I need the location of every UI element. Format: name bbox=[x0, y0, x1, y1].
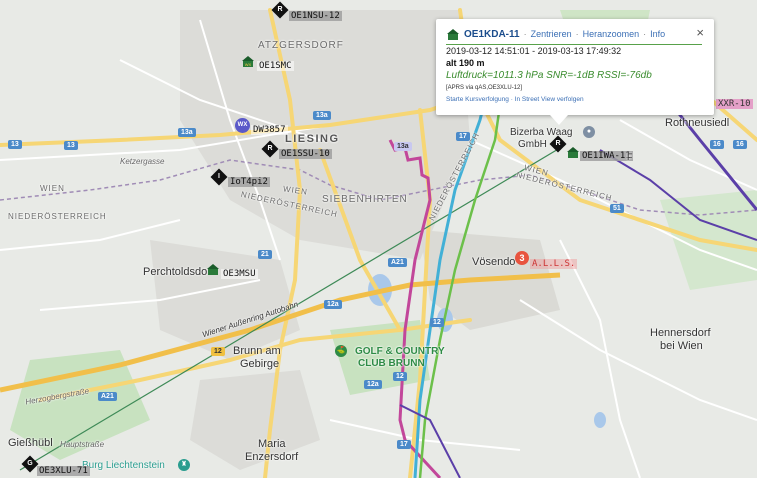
station-oe1nsu-12[interactable]: OE1NSU-12 bbox=[289, 11, 342, 21]
station-oe3msu[interactable]: OE3MSU bbox=[221, 269, 258, 279]
road-shield: 12 bbox=[393, 372, 407, 381]
popup-altitude: alt 190 m bbox=[446, 58, 485, 68]
popup-actions: Starte Kursverfolgung · In Street View v… bbox=[446, 96, 584, 103]
start-tracking-link[interactable]: Starte Kursverfolgung bbox=[446, 96, 509, 103]
station-oe3xlu-71[interactable]: OE3XLU-71 bbox=[37, 466, 90, 476]
popup-time-range: 2019-03-12 14:51:01 - 2019-03-13 17:49:3… bbox=[446, 46, 622, 56]
urban-area bbox=[190, 370, 320, 470]
road-shield: 13 bbox=[8, 140, 22, 149]
road-shield: 16 bbox=[710, 140, 724, 149]
place-bizerba-line2: GmbH bbox=[518, 139, 547, 150]
station-diamond-icon[interactable]: R bbox=[271, 1, 289, 19]
station-diamond-icon[interactable]: G bbox=[21, 455, 39, 473]
park-area bbox=[10, 350, 150, 460]
road-label-ketzergasse: Ketzergasse bbox=[120, 157, 165, 166]
station-diamond-icon[interactable]: R bbox=[549, 135, 567, 153]
station-oe1smc[interactable]: OE1SMC bbox=[257, 61, 294, 71]
track-cyan bbox=[413, 59, 497, 478]
place-niederoesterreich-1: NIEDERÖSTERREICH bbox=[8, 212, 107, 221]
place-golf-line1: GOLF & COUNTRY bbox=[355, 346, 445, 357]
place-brunn-line1: Brunn am bbox=[233, 345, 281, 357]
place-golf-line2: CLUB BRUNN bbox=[358, 358, 425, 369]
road-shield: 16 bbox=[733, 140, 747, 149]
road-shield: 17 bbox=[397, 440, 411, 449]
road-shield: 21 bbox=[258, 250, 272, 259]
place-giesshuebl: Gießhübl bbox=[8, 437, 53, 449]
place-atzgersdorf: ATZGERSDORF bbox=[258, 40, 344, 51]
track-purple-3 bbox=[399, 404, 461, 478]
water-pond bbox=[594, 412, 606, 428]
separator: · bbox=[643, 29, 647, 39]
station-alls[interactable]: A.L.L.S. bbox=[530, 259, 578, 269]
separator: · bbox=[523, 29, 527, 39]
center-link[interactable]: Zentrieren bbox=[530, 29, 572, 39]
road-label-hauptstrasse: Hauptstraße bbox=[60, 440, 105, 449]
popup-comment: Luftdruck=1011.3 hPa SNR=-1dB RSSI=-76db bbox=[446, 70, 652, 81]
house-station-icon bbox=[447, 29, 459, 40]
popup-header: OE1KDA-11 · Zentrieren · Heranzoomen · I… bbox=[446, 28, 665, 40]
house-station-icon[interactable] bbox=[566, 146, 580, 158]
station-dw3857[interactable]: DW3857 bbox=[251, 125, 288, 135]
place-brunn-line2: Gebirge bbox=[240, 358, 280, 370]
place-maria-line1: Maria bbox=[258, 438, 286, 450]
station-xxr-10[interactable]: XXR-10 bbox=[716, 99, 753, 109]
urban-area bbox=[150, 240, 300, 360]
road-shield: 51 bbox=[610, 204, 624, 213]
place-hennersdorf-line1: Hennersdorf bbox=[650, 327, 711, 339]
urban-area bbox=[180, 10, 470, 260]
place-maria-line2: Enzersdorf bbox=[245, 451, 299, 463]
place-siebenhirten: SIEBENHIRTEN bbox=[322, 194, 408, 205]
road-shield: 13a bbox=[178, 128, 196, 137]
info-link[interactable]: Info bbox=[650, 29, 666, 39]
house-station-icon[interactable] bbox=[206, 263, 220, 275]
separator: · bbox=[510, 96, 513, 103]
popup-aprs-path: [APRS via qAS,OE3XLU-12] bbox=[446, 85, 523, 91]
station-info-popup: × OE1KDA-11 · Zentrieren · Heranzoomen ·… bbox=[436, 19, 714, 125]
place-perchtoldsdorf: Perchtoldsdo bbox=[143, 266, 208, 278]
road-shield: 12 bbox=[430, 318, 444, 327]
popup-divider bbox=[446, 44, 702, 45]
station-diamond-icon[interactable]: I bbox=[210, 168, 228, 186]
street-view-link[interactable]: In Street View verfolgen bbox=[514, 96, 584, 103]
place-rothneusiedl: Rothneusiedl bbox=[665, 117, 730, 129]
zoom-in-link[interactable]: Heranzoomen bbox=[582, 29, 640, 39]
district-boundary bbox=[0, 159, 757, 216]
station-iot4pi2[interactable]: IoT4pi2 bbox=[228, 177, 270, 187]
road-shield: 13a bbox=[394, 142, 412, 151]
road-shield: 12a bbox=[324, 300, 342, 309]
house-station-icon[interactable]: WX bbox=[241, 55, 255, 67]
road-shield: A21 bbox=[388, 258, 407, 267]
place-burg-liechtenstein: Burg Liechtenstein bbox=[82, 460, 165, 471]
road-shield: A21 bbox=[98, 392, 117, 401]
road-shield: 13 bbox=[64, 141, 78, 150]
popup-callsign: OE1KDA-11 bbox=[464, 28, 520, 40]
track-purple-2 bbox=[599, 149, 757, 241]
svg-text:WX: WX bbox=[245, 62, 252, 67]
place-hennersdorf-line2: bei Wien bbox=[660, 340, 703, 352]
station-oe1ssu-10[interactable]: OE1SSU-10 bbox=[279, 149, 332, 159]
castle-poi-icon[interactable]: ♜ bbox=[178, 459, 190, 471]
golf-poi-icon[interactable]: ⛳ bbox=[335, 345, 347, 357]
separator: · bbox=[575, 29, 579, 39]
track-green bbox=[418, 69, 507, 478]
place-bizerba-line1: Bizerba Waag bbox=[510, 127, 573, 138]
location-pin-icon[interactable]: ● bbox=[583, 126, 595, 138]
road-shield: 12 bbox=[211, 347, 225, 356]
station-label-f: F bbox=[627, 152, 633, 162]
place-liesing: LIESING bbox=[285, 133, 340, 145]
close-icon[interactable]: × bbox=[696, 25, 704, 40]
place-voesendorf: Vösendo bbox=[472, 256, 516, 268]
road-shield: 12a bbox=[364, 380, 382, 389]
road-shield: 17 bbox=[456, 132, 470, 141]
station-diamond-icon[interactable]: R bbox=[261, 140, 279, 158]
place-wien-1: WIEN bbox=[40, 184, 65, 193]
road-shield: 13a bbox=[313, 111, 331, 120]
cluster-count-badge[interactable]: 3 bbox=[515, 251, 529, 265]
weather-station-icon[interactable]: WX bbox=[235, 118, 250, 133]
station-oe1iwa-11[interactable]: OE1IWA-11 bbox=[580, 151, 633, 161]
